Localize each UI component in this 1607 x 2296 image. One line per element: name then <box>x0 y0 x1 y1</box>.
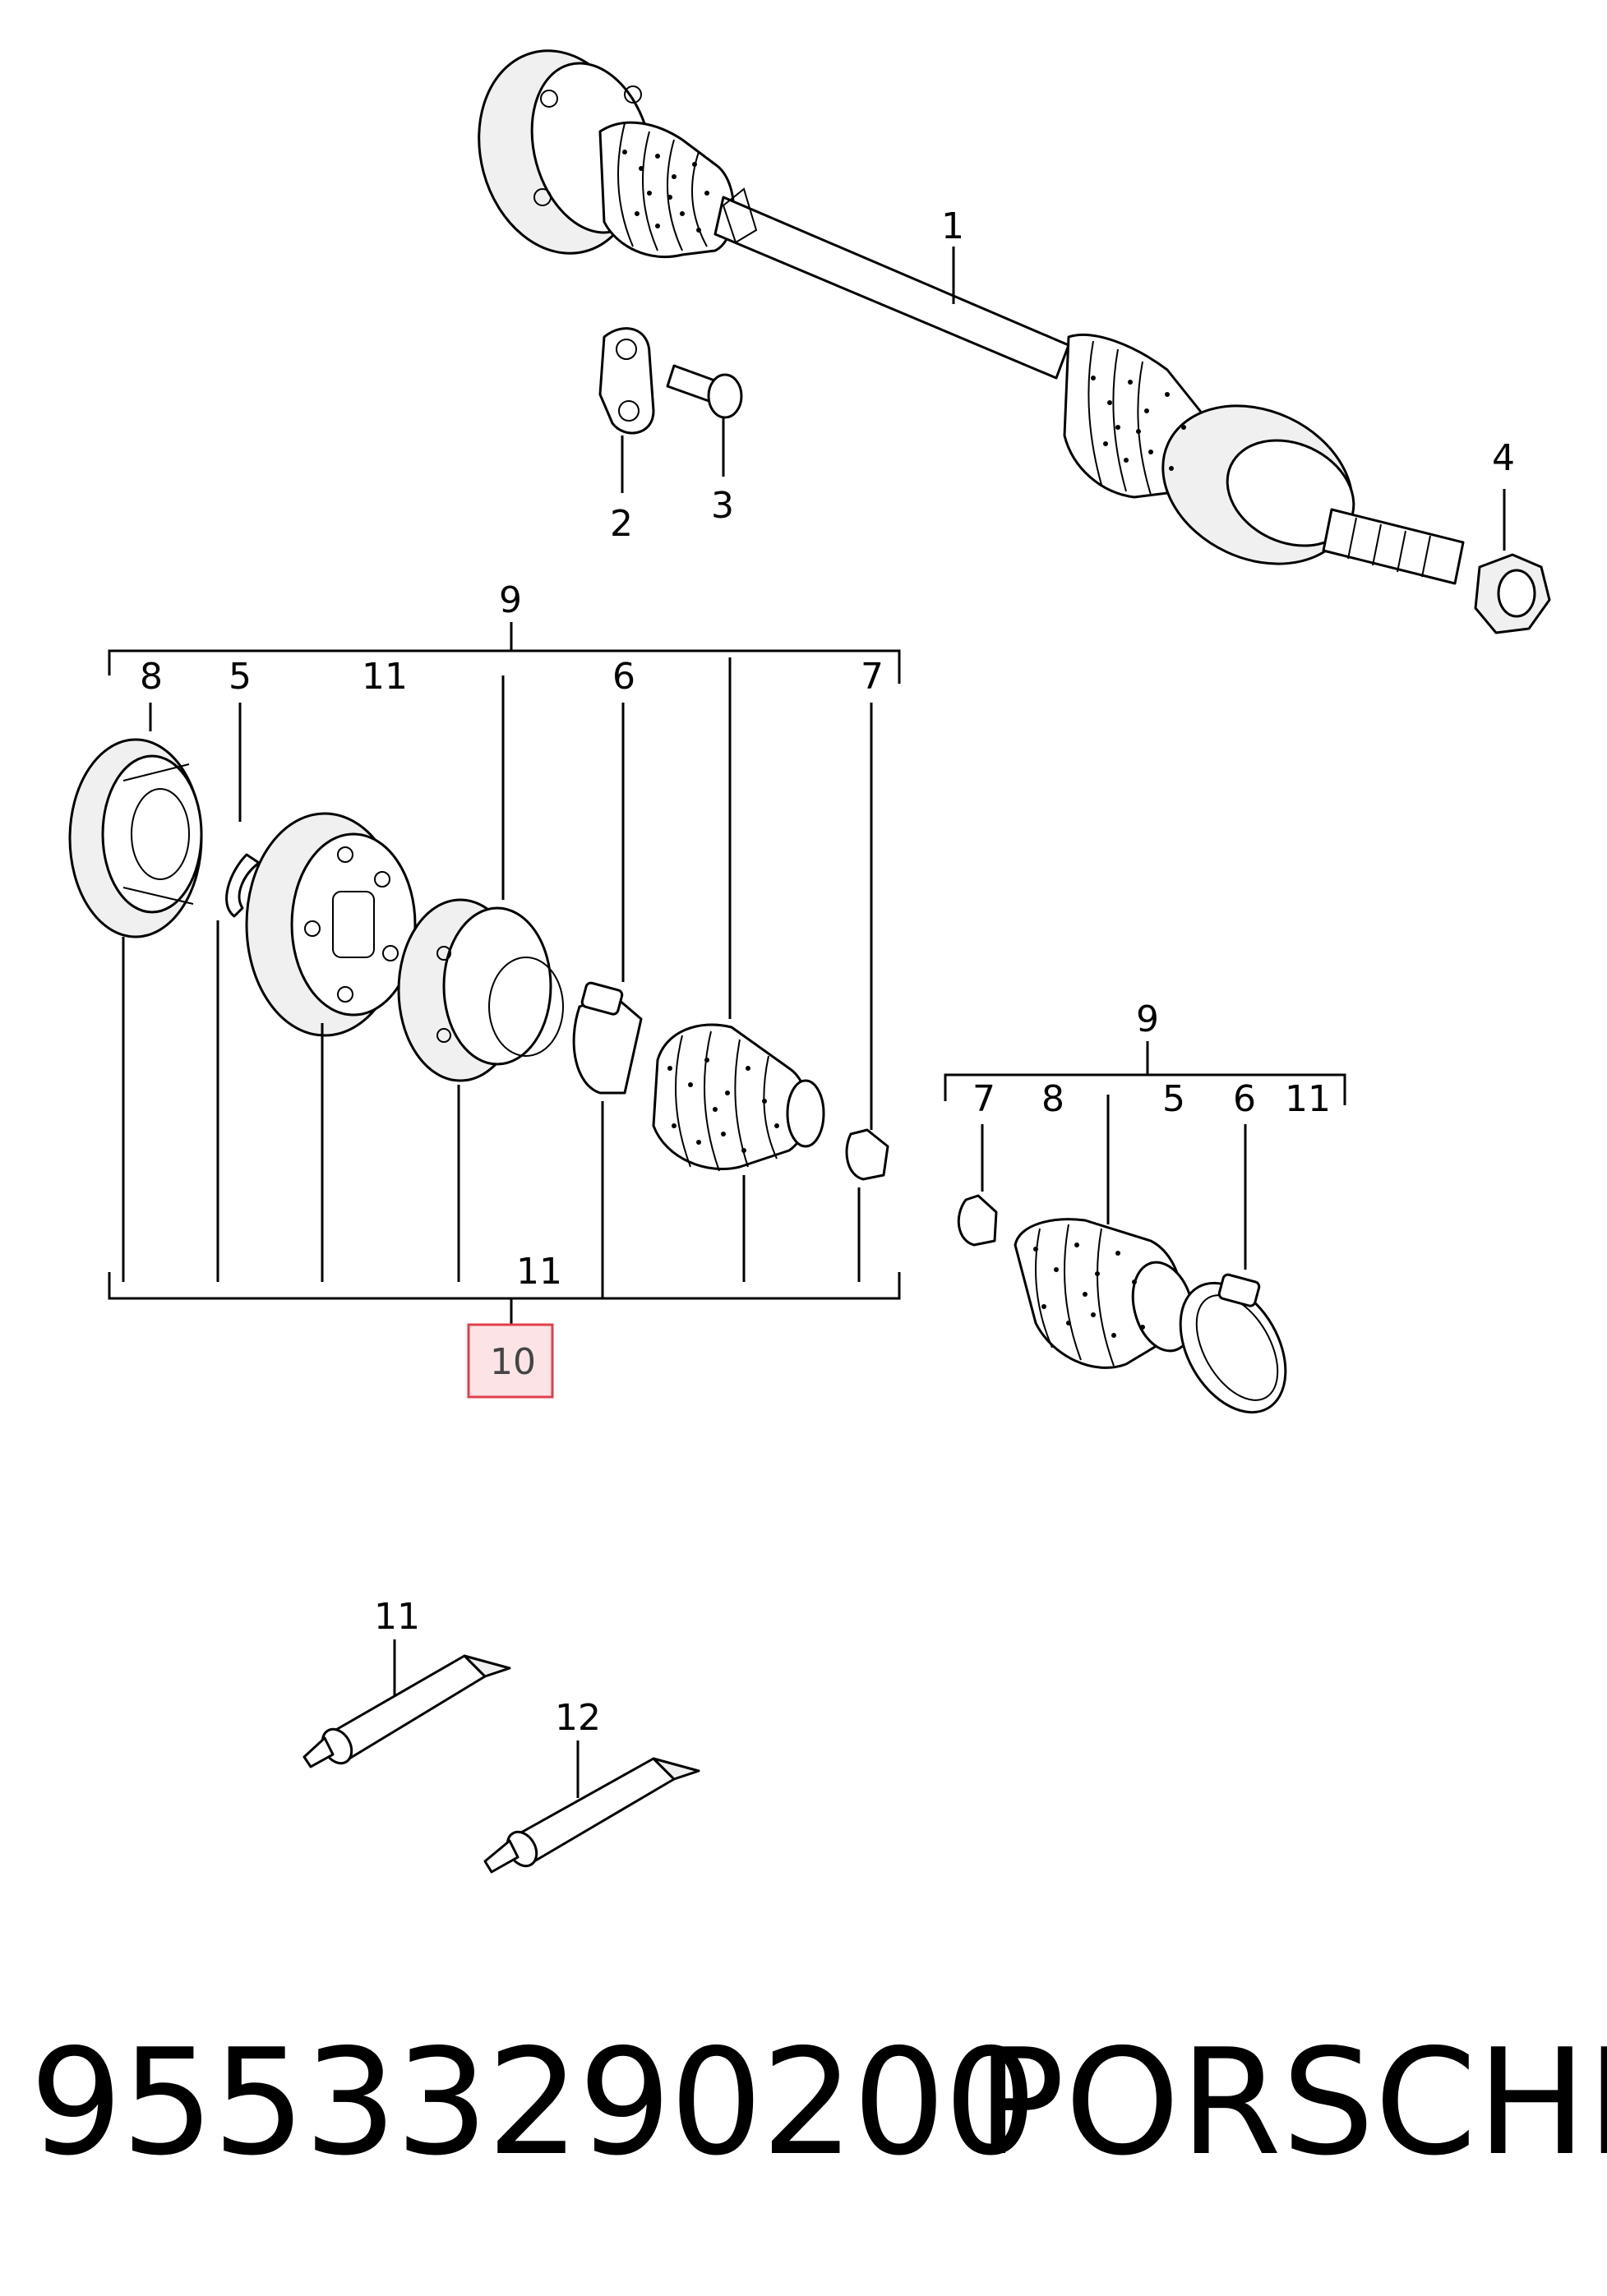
left-group-top-bracket <box>108 649 901 684</box>
left-boot-dots <box>667 1058 779 1153</box>
callout-left-bottom-11: 11 <box>516 1251 562 1293</box>
callout-10-highlighted[interactable]: 10 <box>490 1341 536 1383</box>
grease-tube-12 <box>483 1757 700 1874</box>
callout-right-11: 11 <box>1285 1078 1331 1120</box>
callout-right-7: 7 <box>972 1078 995 1120</box>
hex-nut <box>1474 553 1551 634</box>
grease-tube-11 <box>302 1654 511 1768</box>
part-number: 95533290200 <box>30 2017 1037 2188</box>
callout-right-8: 8 <box>1041 1078 1064 1120</box>
callout-4: 4 <box>1492 437 1515 479</box>
callout-left-5: 5 <box>229 656 252 698</box>
callout-tube-12: 12 <box>555 1697 601 1739</box>
left-exploded-parts <box>68 738 889 1181</box>
callout-left-8: 8 <box>140 656 163 698</box>
driveshaft-assembly <box>478 49 1465 585</box>
callout-left-7: 7 <box>861 656 884 698</box>
right-boot-dots <box>1033 1243 1145 1338</box>
callout-right-9: 9 <box>1136 998 1159 1040</box>
callout-2: 2 <box>610 503 633 545</box>
right-exploded-parts <box>957 1194 1287 1414</box>
callout-right-5: 5 <box>1162 1078 1185 1120</box>
callout-left-9: 9 <box>499 579 522 621</box>
callout-left-11: 11 <box>362 656 408 698</box>
brand-name: PORSCHE <box>977 2017 1607 2188</box>
callout-1: 1 <box>941 205 964 247</box>
left-group-bottom-bracket <box>108 1272 901 1300</box>
lock-plate <box>598 327 655 435</box>
callout-right-6: 6 <box>1233 1078 1256 1120</box>
bolt <box>666 364 743 419</box>
callout-left-6: 6 <box>612 656 635 698</box>
right-group-bracket <box>944 1073 1346 1105</box>
highlight-box <box>467 1323 554 1399</box>
boot-texture-dots <box>622 150 1186 471</box>
callout-3: 3 <box>711 485 734 527</box>
callout-tube-11: 11 <box>374 1596 420 1638</box>
